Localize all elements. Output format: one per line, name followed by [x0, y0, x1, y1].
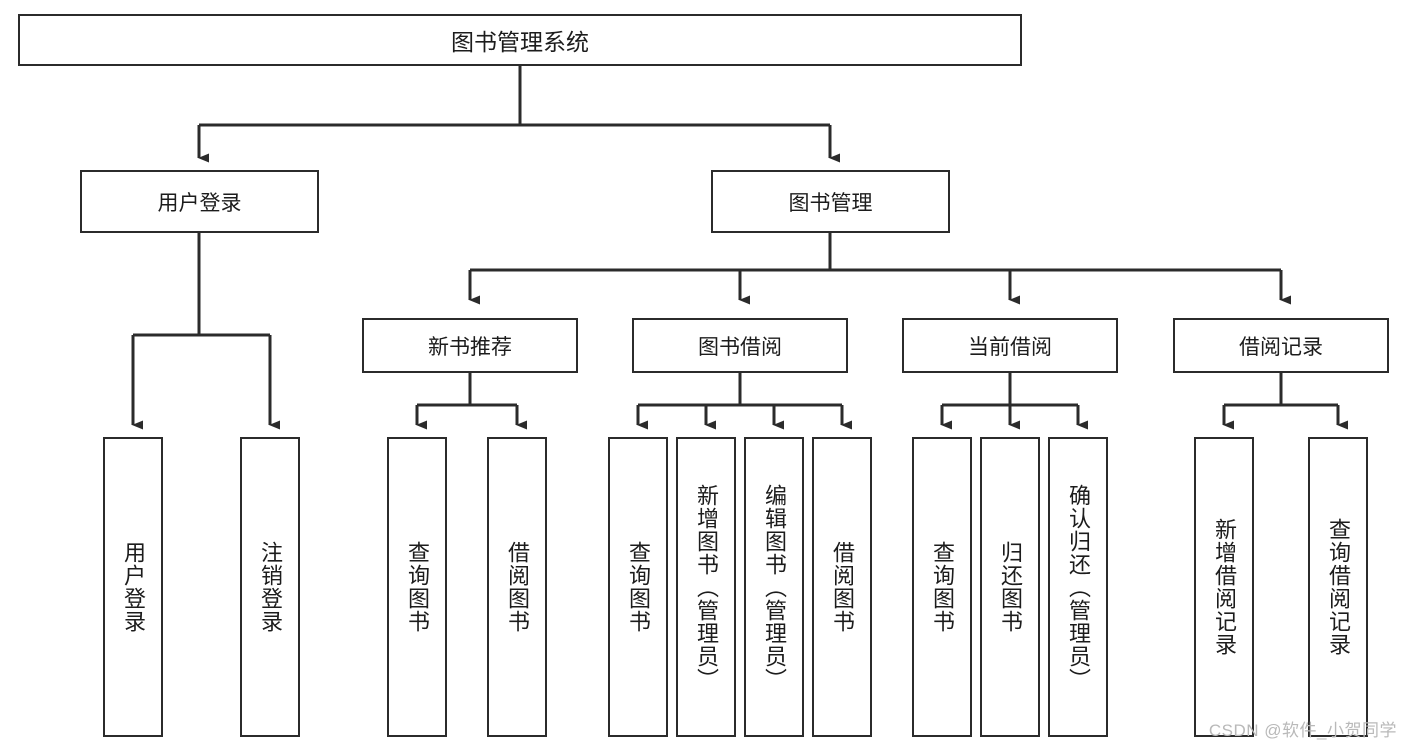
node-borrow-record[interactable]: 借阅记录	[1173, 318, 1389, 373]
leaf-bb-add-book[interactable]: 新增图书（管理员）	[676, 437, 736, 737]
node-root[interactable]: 图书管理系统	[18, 14, 1022, 66]
leaf-cb-query-book[interactable]: 查询图书	[912, 437, 972, 737]
leaf-br-add-record-label: 新增借阅记录	[1211, 518, 1237, 656]
node-user-login[interactable]: 用户登录	[80, 170, 319, 233]
leaf-cb-return-book-label: 归还图书	[997, 541, 1023, 633]
leaf-user-login-label: 用户登录	[120, 541, 146, 633]
leaf-logout-label: 注销登录	[257, 541, 283, 633]
leaf-br-add-record[interactable]: 新增借阅记录	[1194, 437, 1254, 737]
leaf-bb-borrow-book[interactable]: 借阅图书	[812, 437, 872, 737]
leaf-bb-query-book[interactable]: 查询图书	[608, 437, 668, 737]
leaf-bb-edit-book-label: 编辑图书（管理员）	[761, 483, 787, 691]
node-new-book-recommend-label: 新书推荐	[428, 335, 512, 359]
leaf-nb-borrow-book[interactable]: 借阅图书	[487, 437, 547, 737]
node-current-borrow[interactable]: 当前借阅	[902, 318, 1118, 373]
node-book-manage[interactable]: 图书管理	[711, 170, 950, 233]
node-user-login-label: 用户登录	[157, 191, 242, 215]
node-current-borrow-label: 当前借阅	[968, 335, 1052, 359]
leaf-nb-query-book[interactable]: 查询图书	[387, 437, 447, 737]
leaf-cb-return-book[interactable]: 归还图书	[980, 437, 1040, 737]
leaf-bb-borrow-book-label: 借阅图书	[829, 541, 855, 633]
watermark: CSDN @软件_小贺同学	[1208, 721, 1397, 740]
leaf-user-login[interactable]: 用户登录	[103, 437, 163, 737]
leaf-cb-query-book-label: 查询图书	[929, 541, 955, 633]
leaf-cb-confirm-return[interactable]: 确认归还（管理员）	[1048, 437, 1108, 737]
leaf-br-query-record[interactable]: 查询借阅记录	[1308, 437, 1368, 737]
leaf-logout[interactable]: 注销登录	[240, 437, 300, 737]
leaf-bb-edit-book[interactable]: 编辑图书（管理员）	[744, 437, 804, 737]
node-book-borrow[interactable]: 图书借阅	[632, 318, 848, 373]
node-borrow-record-label: 借阅记录	[1239, 335, 1323, 359]
leaf-cb-confirm-return-label: 确认归还（管理员）	[1065, 483, 1091, 691]
leaf-br-query-record-label: 查询借阅记录	[1325, 518, 1351, 656]
node-new-book-recommend[interactable]: 新书推荐	[362, 318, 578, 373]
node-book-manage-label: 图书管理	[788, 191, 873, 215]
leaf-bb-query-book-label: 查询图书	[625, 541, 651, 633]
leaf-nb-query-book-label: 查询图书	[404, 541, 430, 633]
node-book-borrow-label: 图书借阅	[698, 335, 782, 359]
leaf-bb-add-book-label: 新增图书（管理员）	[693, 483, 719, 691]
node-root-label: 图书管理系统	[451, 29, 589, 55]
leaf-nb-borrow-book-label: 借阅图书	[504, 541, 530, 633]
